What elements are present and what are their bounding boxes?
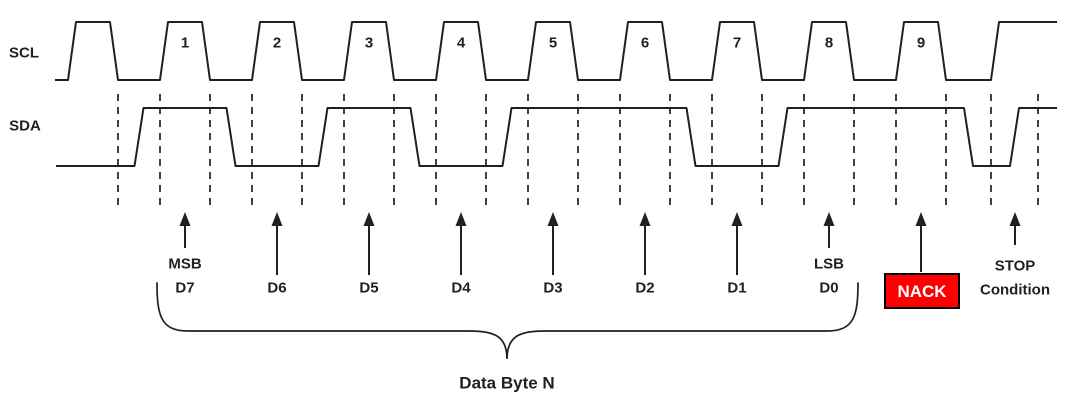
bit-arrow-d6-head <box>271 212 283 226</box>
bit-label-d3: D3 <box>543 279 563 297</box>
bit-label-d0: D0 <box>819 279 839 297</box>
bit-label-d5: D5 <box>359 279 379 297</box>
bit-arrow-d4-head <box>455 212 467 226</box>
bit-label-msb: MSB <box>168 255 202 273</box>
bit-label-d6: D6 <box>267 279 287 297</box>
sda-signal-label: SDA <box>9 117 41 135</box>
stop-condition-label-2: Condition <box>980 281 1050 299</box>
bit-label-d2: D2 <box>635 279 655 297</box>
bit-arrow-d3-head <box>547 212 559 226</box>
bit-arrow-d2-head <box>639 212 651 226</box>
sda-waveform <box>56 107 1057 167</box>
clock-number-8: 8 <box>824 34 834 52</box>
clock-number-3: 3 <box>364 34 374 52</box>
clock-number-5: 5 <box>548 34 558 52</box>
stop-arrow-head <box>1009 212 1021 226</box>
bit-arrow-d1-head <box>731 212 743 226</box>
clock-number-2: 2 <box>272 34 282 52</box>
bit-window-dashlines <box>117 94 1039 210</box>
clock-number-6: 6 <box>640 34 650 52</box>
scl-signal-label: SCL <box>9 44 39 62</box>
data-byte-brace <box>156 282 859 360</box>
stop-condition-label-1: STOP <box>994 257 1036 275</box>
scl-waveform <box>55 21 1057 81</box>
clock-number-4: 4 <box>456 34 466 52</box>
nack-arrow-head <box>915 212 927 226</box>
bit-label-lsb: LSB <box>814 255 844 273</box>
bit-arrow-d7-head <box>179 212 191 226</box>
nack-badge: NACK <box>884 273 960 309</box>
clock-number-7: 7 <box>732 34 742 52</box>
bit-label-d1: D1 <box>727 279 747 297</box>
clock-number-1: 1 <box>180 34 190 52</box>
bit-arrow-d0-head <box>823 212 835 226</box>
data-byte-brace-label: Data Byte N <box>459 373 555 393</box>
nack-badge-label: NACK <box>897 281 947 301</box>
clock-number-9: 9 <box>916 34 926 52</box>
bit-label-d4: D4 <box>451 279 471 297</box>
bit-arrow-d5-head <box>363 212 375 226</box>
bit-label-d7: D7 <box>175 279 195 297</box>
